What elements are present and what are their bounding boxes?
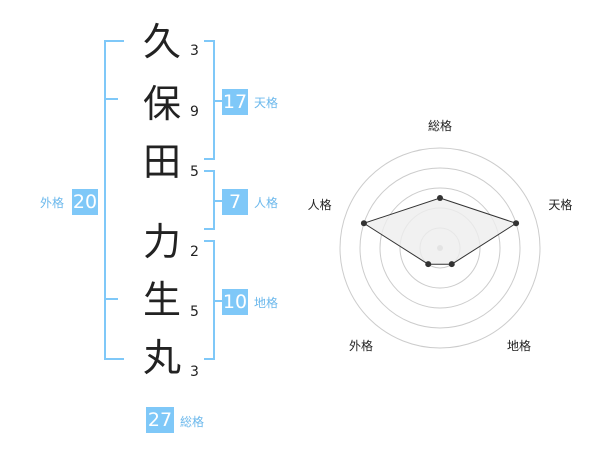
tenkaku-value: 17 — [222, 89, 248, 115]
stroke-count-1: 3 — [190, 43, 199, 59]
tenkaku-label: 天格 — [254, 96, 279, 110]
stroke-count-3: 5 — [190, 164, 199, 180]
name-char-3: 田 — [142, 140, 181, 184]
name-char-6: 丸 — [142, 336, 181, 380]
radar-ring-4 — [359, 167, 521, 329]
soukaku-value: 27 — [146, 407, 174, 433]
gaikaku-value: 20 — [72, 189, 98, 215]
jinkaku-connector — [213, 200, 222, 202]
jinkaku-bracket-bottom — [204, 228, 215, 230]
radar-ring-5 — [339, 147, 541, 349]
jinkaku-label: 人格 — [254, 196, 279, 210]
gaikaku-bracket-tick-2 — [104, 298, 118, 300]
soukaku-label: 総格 — [180, 415, 205, 429]
gaikaku-bracket-top — [104, 40, 124, 42]
radar-ring-3 — [379, 187, 501, 309]
radar-axis-label-4: 外格 — [349, 338, 373, 353]
chikaku-label: 地格 — [254, 296, 279, 310]
gaikaku-label: 外格 — [40, 196, 65, 210]
radar-point-4 — [425, 261, 432, 268]
stroke-count-4: 2 — [190, 244, 199, 260]
radar-axis-label-3: 地格 — [507, 338, 531, 353]
chikaku-bracket-bottom — [204, 358, 215, 360]
radar-axis-label-1: 総格 — [428, 118, 452, 133]
stroke-count-2: 9 — [190, 104, 199, 120]
radar-point-3 — [448, 261, 455, 268]
gaikaku-bracket-tick-1 — [104, 98, 118, 100]
stroke-count-6: 3 — [190, 364, 199, 380]
tenkaku-bracket-bottom — [204, 158, 215, 160]
jinkaku-bracket-top — [204, 170, 215, 172]
radar-point-2 — [513, 220, 520, 227]
radar-polygon — [362, 197, 518, 265]
radar-axis-label-5: 人格 — [308, 197, 332, 212]
gaikaku-bracket-vertical — [104, 40, 106, 360]
jinkaku-value: 7 — [222, 189, 248, 215]
name-char-1: 久 — [142, 20, 181, 64]
radar-point-5 — [360, 220, 367, 227]
chikaku-bracket-top — [204, 240, 215, 242]
stroke-count-5: 5 — [190, 304, 199, 320]
tenkaku-bracket-top — [204, 40, 215, 42]
chikaku-connector — [213, 300, 222, 302]
chikaku-value: 10 — [222, 289, 248, 315]
radar-axis-label-2: 天格 — [548, 197, 572, 212]
gaikaku-bracket-bottom — [104, 358, 124, 360]
radar-point-1 — [437, 195, 443, 201]
tenkaku-connector — [213, 100, 222, 102]
name-char-5: 生 — [142, 278, 181, 322]
name-char-2: 保 — [142, 82, 181, 126]
name-char-4: 力 — [142, 220, 181, 264]
